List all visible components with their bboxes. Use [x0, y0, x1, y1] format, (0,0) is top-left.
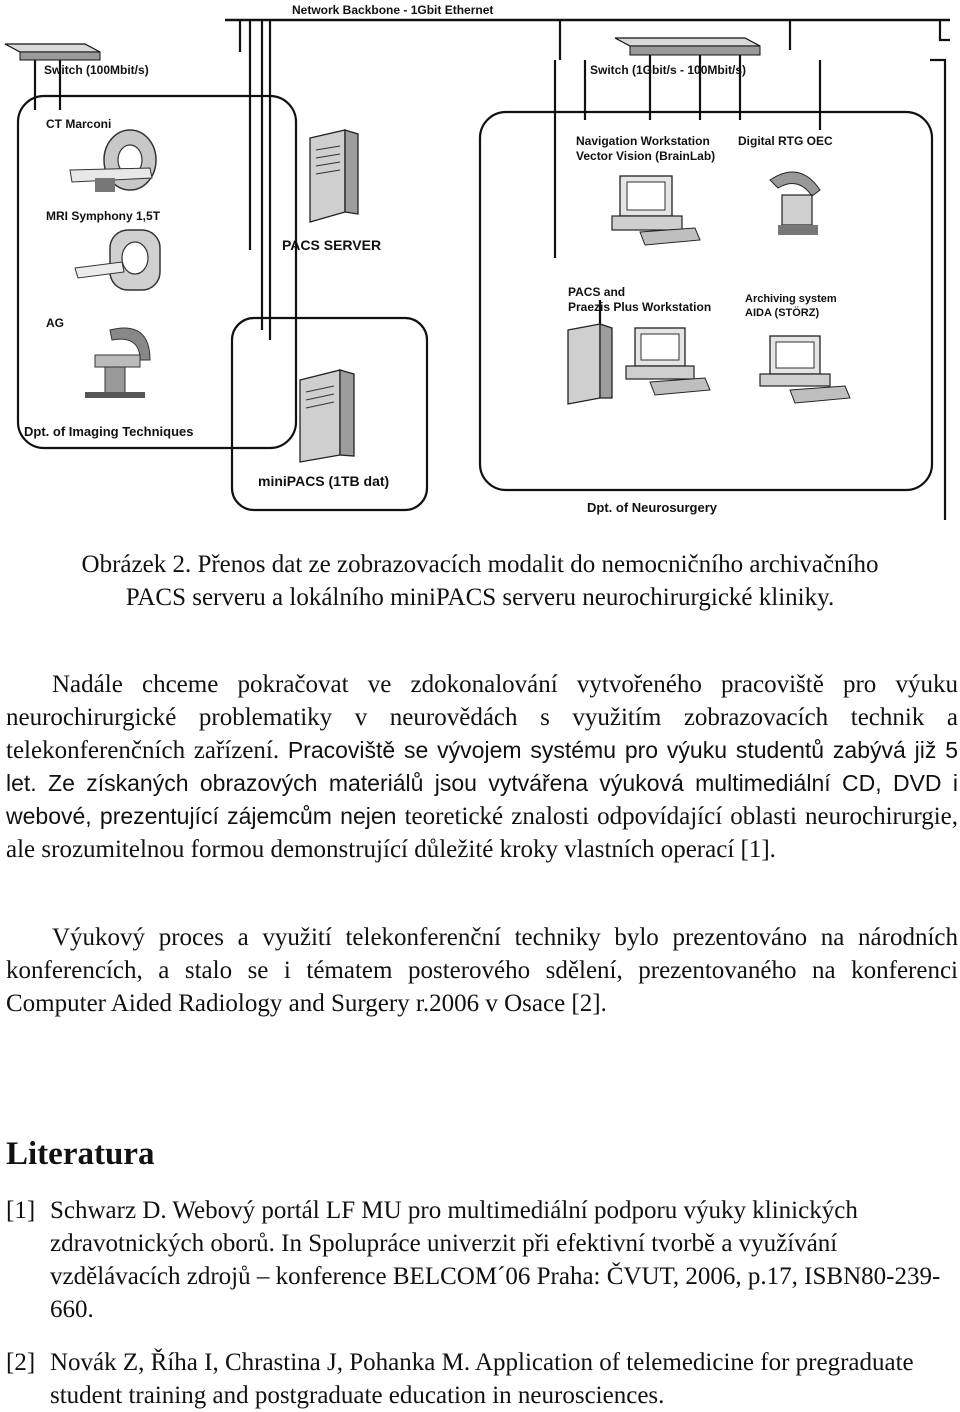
- mri-label: MRI Symphony 1,5T: [46, 209, 161, 223]
- imaging-dept-enclosure: [16, 94, 298, 450]
- imaging-dept-label: Dpt. of Imaging Techniques: [24, 424, 193, 439]
- rtg-device-image: [769, 171, 821, 235]
- angiography-image: [85, 327, 151, 398]
- archiving-workstation-image: [759, 335, 851, 404]
- pacs-server-label: PACS SERVER: [282, 237, 381, 253]
- switch-left: [4, 43, 101, 61]
- reference-1-text: Schwarz D. Webový portál LF MU pro multi…: [50, 1197, 941, 1323]
- switch-right-label: Switch (1Gbit/s - 100Mbit/s): [590, 63, 746, 77]
- pacs-ws-label-line2: Praezis Plus Workstation: [568, 300, 711, 314]
- nav-ws-label-line1: Navigation Workstation: [576, 134, 710, 148]
- figure-caption: Obrázek 2. Přenos dat ze zobrazovacích m…: [0, 548, 960, 614]
- caption-line-2: PACS serveru a lokálního miniPACS server…: [125, 584, 835, 611]
- reference-2-text: Novák Z, Říha I, Chrastina J, Pohanka M.…: [50, 1349, 914, 1409]
- ct-scanner-image: [69, 129, 157, 192]
- neurosurgery-dept-label: Dpt. of Neurosurgery: [587, 500, 718, 515]
- minipacs-server-image: [299, 369, 355, 463]
- network-diagram: Network Backbone - 1Gbit Ethernet Switch…: [4, 3, 950, 520]
- pacs-ws-label-line1: PACS and: [568, 285, 625, 299]
- references-heading: Literatura: [6, 1136, 155, 1172]
- pacs-server-image: [309, 129, 359, 223]
- mri-scanner-image: [74, 229, 161, 291]
- backbone-label: Network Backbone - 1Gbit Ethernet: [292, 3, 493, 17]
- switch-cables: [33, 55, 742, 120]
- reference-2: [2] Novák Z, Říha I, Chrastina J, Pohank…: [6, 1346, 956, 1412]
- nav-ws-label-line2: Vector Vision (BrainLab): [576, 149, 715, 163]
- reference-1: [1] Schwarz D. Webový portál LF MU pro m…: [6, 1194, 956, 1326]
- backbone-cables: [238, 20, 950, 520]
- paragraph-1-tail: teoretické znalosti odpovídající oblasti…: [6, 803, 959, 863]
- paragraph-2: Výukový proces a využití telekonferenční…: [6, 924, 958, 1017]
- minipacs-enclosure: [230, 316, 429, 512]
- neurosurgery-dept-enclosure: [478, 110, 934, 492]
- reference-2-number: [2]: [6, 1349, 36, 1376]
- switch-left-label: Switch (100Mbit/s): [44, 63, 149, 77]
- reference-1-number: [1]: [6, 1197, 36, 1224]
- paragraph-1-sans: Pracoviště se vývojem systému pro výuku …: [6, 737, 958, 829]
- paragraph-1: Nadále chceme pokračovat ve zdokonalován…: [6, 668, 958, 866]
- pacs-workstation-image: [567, 323, 711, 405]
- minipacs-label: miniPACS (1TB dat): [258, 473, 389, 489]
- archiving-label-line1: Archiving system: [745, 293, 837, 305]
- rtg-label: Digital RTG OEC: [738, 134, 833, 148]
- caption-line-1: Obrázek 2. Přenos dat ze zobrazovacích m…: [81, 551, 879, 578]
- ct-label: CT Marconi: [46, 117, 111, 131]
- navigation-workstation-image: [611, 175, 701, 246]
- switch-right: [614, 37, 761, 56]
- ag-label: AG: [46, 316, 64, 330]
- archiving-label-line2: AIDA (STÖRZ): [745, 306, 819, 319]
- paragraph-1-serif: Nadále chceme pokračovat ve zdokonalován…: [6, 671, 958, 764]
